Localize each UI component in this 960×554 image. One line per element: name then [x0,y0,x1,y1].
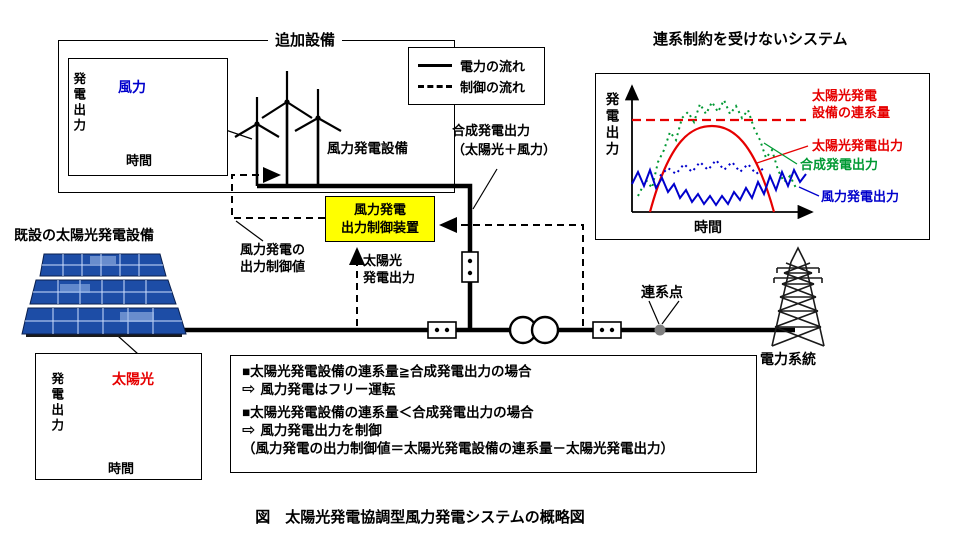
transformer-icon [508,315,560,345]
interconnection-point-label: 連系点 [641,284,683,300]
unconstrained-graph-plot [624,84,820,220]
rule-formula: （風力発電の出力制御値＝太陽光発電設備の連系量－太陽光発電出力） [242,441,674,456]
block-arrow-icon: ⇨ [242,381,256,398]
rule-case2: ■太陽光発電設備の連系量＜合成発電出力の場合 [242,405,534,420]
connector-box-left [427,321,457,339]
rule-case2-result-row: ⇨ 風力発電出力を制御 [242,422,745,440]
rule-case1: ■太陽光発電設備の連系量≧合成発電出力の場合 [242,364,532,379]
connector-box-right [592,321,622,339]
existing-solar-title: 既設の太陽光発電設備 [14,227,154,243]
unconstrained-y-axis-label: 発電出力 [603,92,619,158]
rule-case2-result: 風力発電出力を制御 [260,423,382,438]
solar-graph-box [35,353,202,480]
figure-caption: 図 太陽光発電協調型風力発電システムの概略図 [255,509,585,526]
combined-label-pointer [763,142,798,165]
interconnection-dot [654,324,666,336]
legend-power-flow: 電力の流れ [418,56,535,75]
control-line-output [231,167,325,219]
combined-flow-label: 合成発電出力 （太陽光＋風力） [452,123,557,157]
control-value-label: 風力発電の 出力制御値 [240,242,306,274]
transmission-tower-icon [771,246,825,347]
solar-measure-label: 太陽光 発電出力 [363,253,416,285]
additional-equipment-title: 追加設備 [268,29,343,50]
rule-case1-result: 風力発電はフリー運転 [260,382,396,397]
rule-case1-result-row: ⇨ 風力発電はフリー運転 [242,381,745,399]
solid-line-icon [418,64,452,67]
combined-output-label: 合成発電出力 [800,157,879,172]
block-arrow-icon: ⇨ [242,422,256,439]
solar-graph-y-axis-label: 発電出力 [49,372,64,434]
connector-box-vertical [461,251,479,283]
dashed-line-icon [418,85,452,88]
legend-power-flow-label: 電力の流れ [460,59,526,74]
wind-label-pointer [798,186,820,197]
additional-equipment-box [58,40,455,193]
solar-graph-x-axis-label: 時間 [108,461,135,476]
legend-box: 電力の流れ 制御の流れ [408,47,545,105]
wind-series-label: 風力 [118,79,146,95]
legend-control-flow: 制御の流れ [418,77,535,96]
wind-output-curve [631,167,807,207]
wind-output-controller-box: 風力発電 出力制御装置 [325,196,435,242]
wind-output-label: 風力発電出力 [821,189,900,204]
solar-array-icon [21,253,187,337]
solar-output-curve [648,124,776,213]
wind-graph-y-axis-label: 発電出力 [71,72,86,134]
unconstrained-x-axis-label: 時間 [694,219,722,235]
wind-facility-label: 風力発電設備 [327,141,408,156]
limit-label: 太陽光発電 設備の連系量 [812,88,891,120]
wind-turbine-icon [234,71,342,186]
power-system-label: 電力系統 [760,351,816,367]
rules-box: ■太陽光発電設備の連系量≧合成発電出力の場合 ⇨ 風力発電はフリー運転 ■太陽光… [230,355,757,473]
wind-graph-box [68,58,228,176]
wind-graph-x-axis-label: 時間 [126,153,153,168]
control-line-combined-measure [439,217,584,326]
solar-series-label: 太陽光 [112,371,154,387]
unconstrained-graph-box [595,73,930,240]
unconstrained-system-title: 連系制約を受けないシステム [653,31,848,48]
solar-output-label: 太陽光発電出力 [812,138,904,153]
legend-control-flow-label: 制御の流れ [460,80,526,95]
control-lines [231,167,584,326]
